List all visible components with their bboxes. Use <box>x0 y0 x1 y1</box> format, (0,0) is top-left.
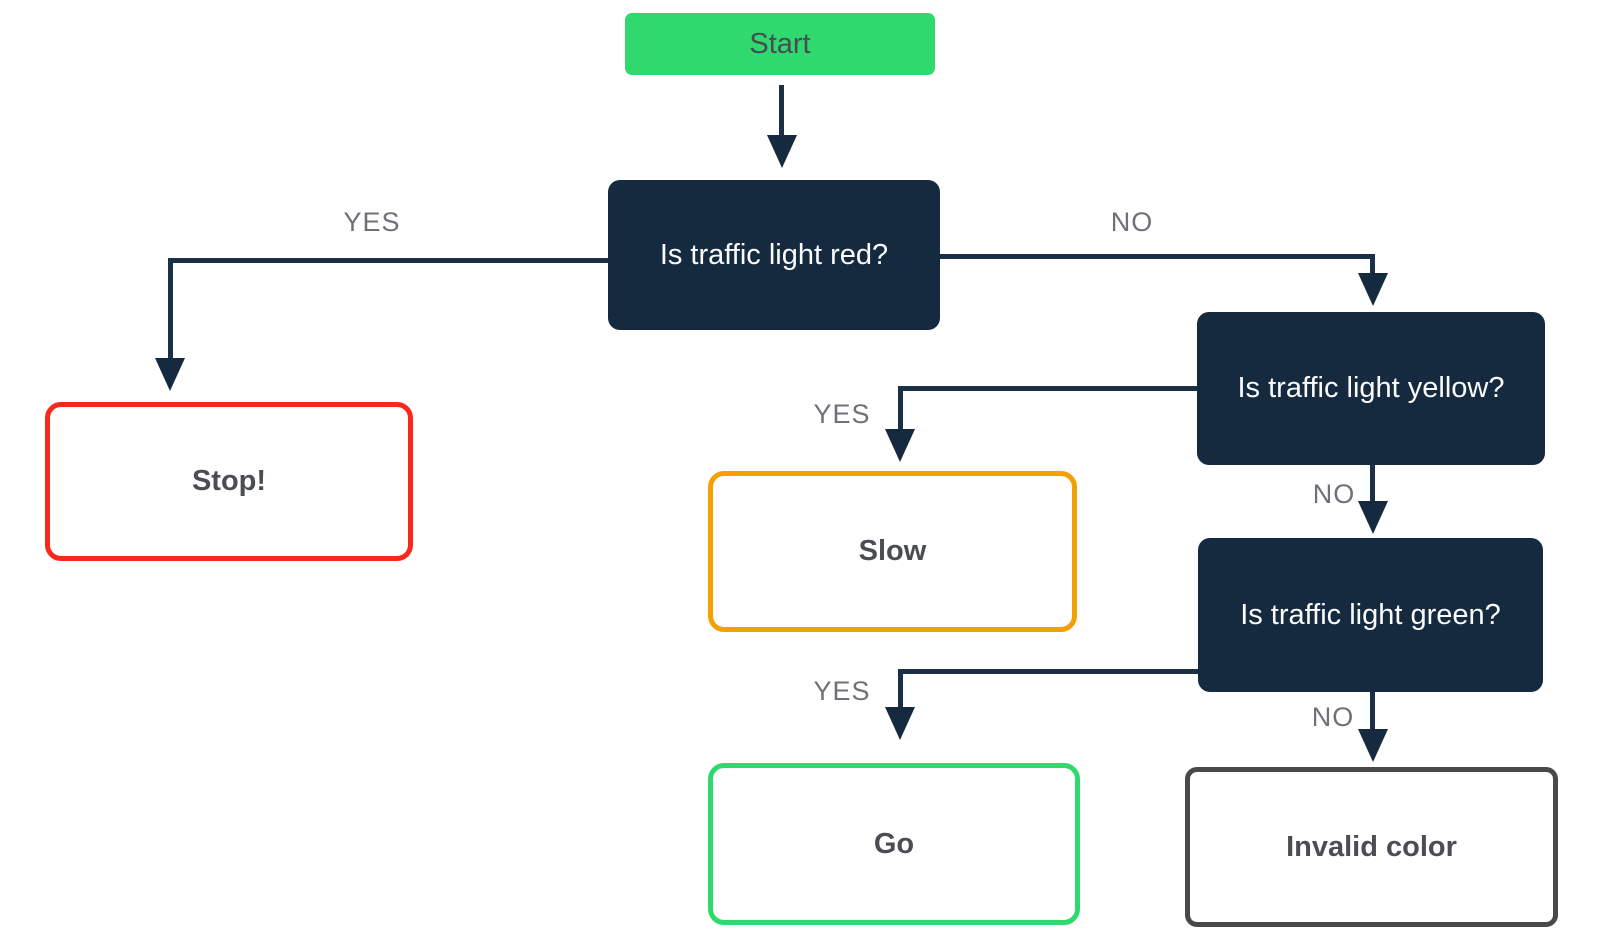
edge-label-yellow-yes: YES <box>813 399 871 429</box>
edge-label-red-no: NO <box>1110 207 1154 237</box>
edge-red-yes-arrowhead <box>155 358 185 391</box>
edge-start-to-qred-line <box>779 85 784 138</box>
edge-start-to-qred-arrowhead <box>767 135 797 168</box>
edge-label-red-yes: YES <box>343 207 401 237</box>
edge-red-no-hline <box>940 254 1375 259</box>
edge-green-yes-hline <box>898 669 1198 674</box>
node-question-green-label: Is traffic light green? <box>1240 598 1501 631</box>
node-invalid-color-label: Invalid color <box>1286 830 1457 863</box>
edge-green-no-vline <box>1370 692 1375 731</box>
node-start-label: Start <box>749 27 811 60</box>
edge-green-no-arrowhead <box>1358 729 1388 762</box>
node-start: Start <box>625 13 935 75</box>
edge-green-yes-arrowhead <box>885 707 915 740</box>
node-question-green: Is traffic light green? <box>1198 538 1543 692</box>
node-stop: Stop! <box>45 402 413 561</box>
edge-label-green-no: NO <box>1311 702 1355 732</box>
node-question-yellow: Is traffic light yellow? <box>1197 312 1545 465</box>
edge-yellow-yes-hline <box>898 386 1197 391</box>
edge-yellow-yes-vline <box>898 386 903 431</box>
node-slow: Slow <box>708 471 1077 632</box>
edge-yellow-yes-arrowhead <box>885 429 915 462</box>
edge-label-green-yes: YES <box>813 676 871 706</box>
edge-red-yes-hline <box>168 258 608 263</box>
edge-label-yellow-no: NO <box>1312 479 1356 509</box>
edge-red-yes-vline <box>168 258 173 360</box>
node-stop-label: Stop! <box>191 465 267 497</box>
node-go-label: Go <box>873 827 915 860</box>
edge-red-no-arrowhead <box>1358 273 1388 306</box>
node-go: Go <box>708 763 1080 925</box>
node-question-red-label: Is traffic light red? <box>659 238 889 271</box>
node-question-yellow-label: Is traffic light yellow? <box>1237 372 1505 404</box>
node-slow-label: Slow <box>858 535 927 567</box>
edge-yellow-no-arrowhead <box>1358 501 1388 534</box>
edge-red-no-vline <box>1370 254 1375 276</box>
edge-green-yes-vline <box>898 669 903 709</box>
node-question-red: Is traffic light red? <box>608 180 940 330</box>
node-invalid-color: Invalid color <box>1185 767 1558 927</box>
edge-yellow-no-vline <box>1370 465 1375 503</box>
